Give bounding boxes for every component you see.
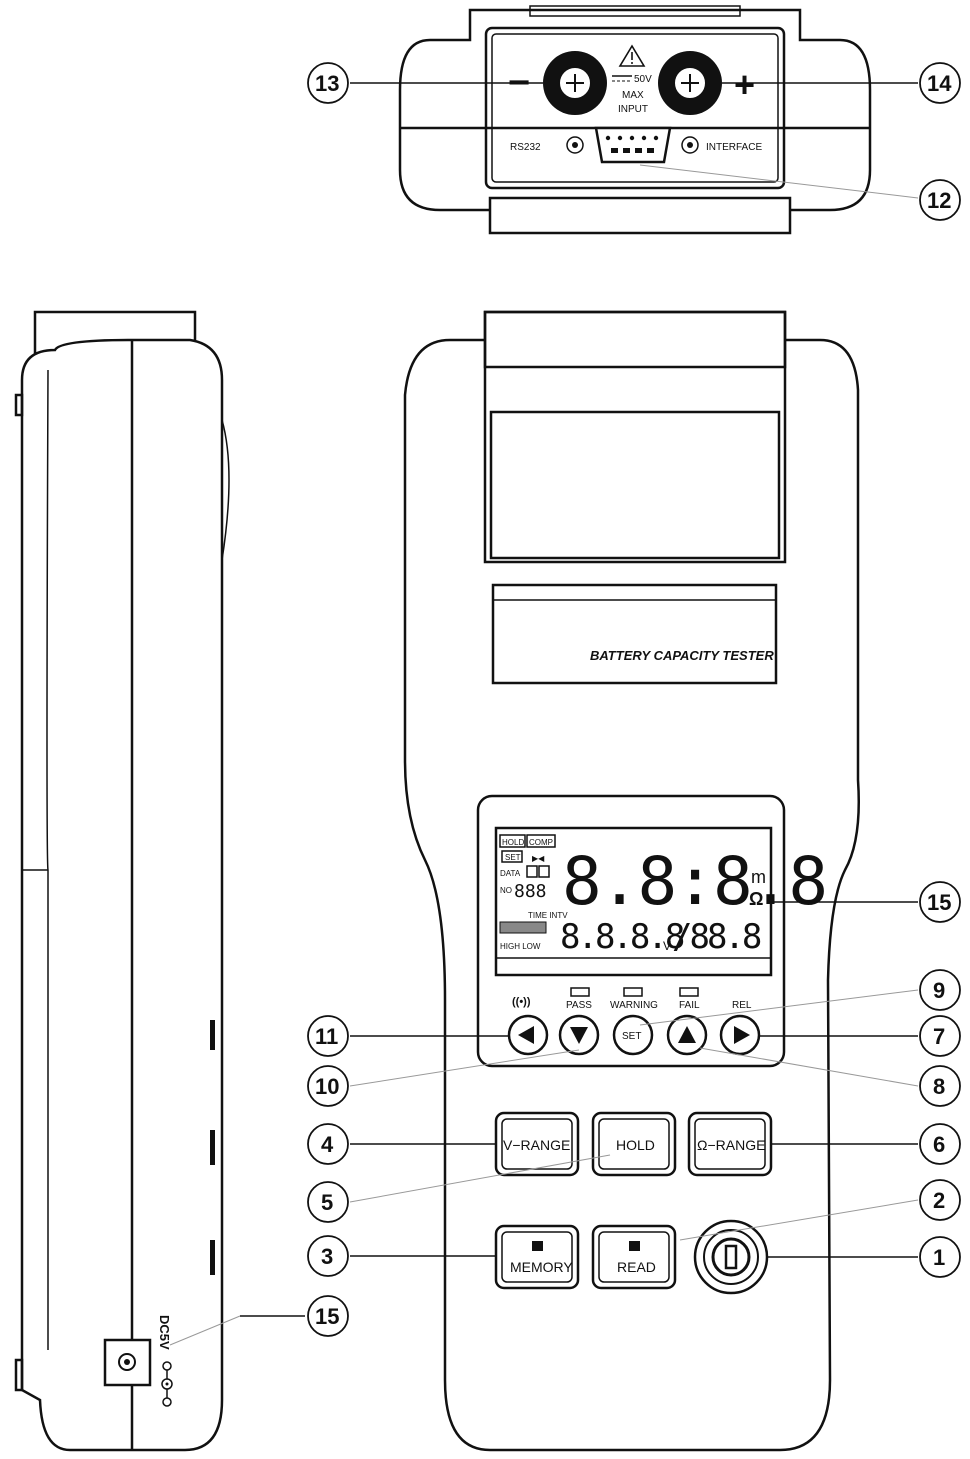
top-connector-panel: − + 50V MAX INPUT RS232 INTERFACE [398, 5, 872, 235]
ohm-icon: Ω [749, 889, 763, 909]
svg-text:9: 9 [933, 978, 945, 1003]
svg-text:15: 15 [927, 890, 951, 915]
callout-6: 6 [919, 1123, 961, 1165]
status-indicators: PASS WARNING FAIL REL ((•)) [512, 987, 752, 1011]
callout-1: 1 [919, 1236, 961, 1278]
lcd-set-flag: SET [505, 853, 521, 862]
dc-input-label: DC5V [157, 1315, 172, 1350]
side-view: DC5V [14, 310, 230, 1452]
callout-15-side: 15 [307, 1295, 349, 1337]
up-arrow-button[interactable] [666, 1014, 708, 1056]
ohm-range-button-label: Ω−RANGE [697, 1137, 765, 1153]
memory-button-label: MEMORY [510, 1259, 573, 1275]
callout-8: 8 [919, 1065, 961, 1107]
right-arrow-button[interactable] [719, 1014, 761, 1056]
rel-label: REL [732, 1000, 752, 1011]
voltage-rating-line3: INPUT [618, 104, 648, 115]
hold-button[interactable]: HOLD [591, 1111, 677, 1177]
set-button-label: SET [622, 1031, 641, 1042]
callout-10: 10 [307, 1065, 349, 1107]
callouts: 13 14 12 15 9 7 8 6 2 1 11 10 4 5 3 15 [307, 62, 961, 1337]
read-button[interactable]: READ [591, 1224, 677, 1290]
lcd-main-digits: 8.8:8.8 [562, 843, 826, 920]
svg-text:1: 1 [933, 1245, 945, 1270]
positive-terminal[interactable] [658, 51, 722, 115]
callout-5: 5 [307, 1181, 349, 1223]
v-range-button-label: V−RANGE [503, 1137, 570, 1153]
callout-7: 7 [919, 1015, 961, 1057]
lcd-secondary-digits-right: /88.8 [672, 917, 761, 957]
v-range-button[interactable]: V−RANGE [494, 1111, 580, 1177]
callout-4: 4 [307, 1123, 349, 1165]
lcd-hold-flag: HOLD [502, 838, 524, 847]
indicator-fail-label: FAIL [679, 1000, 700, 1011]
warning-triangle-icon [618, 44, 646, 67]
lcd-unit-v: V [663, 939, 671, 953]
lcd-high-low-flag: HIGH LOW [500, 942, 541, 951]
lcd-no-flag: NO [500, 886, 512, 895]
memory-icon [532, 1241, 543, 1251]
lcd-unit-m: m [751, 867, 766, 887]
dc-symbol-icon [612, 75, 632, 82]
callout-11: 11 [307, 1015, 349, 1057]
lcd-status-flags: HOLD COMP SET ▶◀ DATA NO 888 TIME INTV H… [499, 834, 568, 951]
front-view: BATTERY CAPACITY TESTER HOLD COMP SET ▶◀… [403, 310, 861, 1452]
rs232-label: RS232 [510, 142, 541, 153]
rs232-port[interactable] [566, 126, 699, 164]
callout-13: 13 [307, 62, 349, 104]
callout-2: 2 [919, 1179, 961, 1221]
interface-label: INTERFACE [706, 142, 762, 153]
voltage-rating-line1: 50V [634, 74, 652, 85]
dc-polarity-icon [161, 1361, 173, 1407]
callout-15-front: 15 [919, 881, 961, 923]
svg-text:5: 5 [321, 1190, 333, 1215]
power-button[interactable] [693, 1219, 769, 1295]
svg-text:8: 8 [933, 1074, 945, 1099]
left-arrow-button[interactable] [507, 1014, 549, 1056]
svg-text:14: 14 [927, 71, 952, 96]
callout-3: 3 [307, 1235, 349, 1277]
indicator-pass-label: PASS [566, 1000, 592, 1011]
memory-button[interactable]: MEMORY [494, 1224, 580, 1290]
hold-button-label: HOLD [616, 1137, 655, 1153]
lcd-time-intv-flag: TIME INTV [528, 911, 568, 920]
lcd-beep-icon: ▶◀ [532, 854, 545, 863]
lcd-small-digits: 888 [514, 881, 547, 902]
svg-text:10: 10 [315, 1074, 339, 1099]
read-button-label: READ [617, 1259, 656, 1275]
callout-12: 12 [919, 179, 961, 221]
plus-sign: + [734, 64, 755, 105]
power-icon [724, 1244, 738, 1270]
svg-text:4: 4 [321, 1132, 334, 1157]
beep-icon: ((•)) [512, 996, 531, 1008]
down-arrow-button[interactable] [558, 1014, 600, 1056]
lcd-comp-flag: COMP [529, 838, 553, 847]
negative-terminal[interactable] [543, 51, 607, 115]
svg-text:15: 15 [315, 1304, 339, 1329]
voltage-rating-line2: MAX [622, 90, 644, 101]
svg-text:2: 2 [933, 1188, 945, 1213]
leader-lines [169, 82, 919, 1346]
callout-9: 9 [919, 969, 961, 1011]
svg-text:6: 6 [933, 1132, 945, 1157]
read-icon [629, 1241, 640, 1251]
svg-text:3: 3 [321, 1244, 333, 1269]
svg-text:7: 7 [933, 1024, 945, 1049]
ohm-range-button[interactable]: Ω−RANGE [687, 1111, 773, 1177]
lcd-data-flag: DATA [500, 869, 521, 878]
product-label: BATTERY CAPACITY TESTER [590, 648, 774, 663]
set-button[interactable]: SET [612, 1014, 654, 1056]
svg-text:12: 12 [927, 188, 951, 213]
svg-text:11: 11 [315, 1024, 338, 1049]
lcd-secondary-digits-left: 8.8.8.8 [560, 917, 684, 957]
indicator-warning-label: WARNING [610, 1000, 658, 1011]
dc-input-jack[interactable] [103, 1338, 152, 1387]
svg-text:13: 13 [315, 71, 339, 96]
callout-14: 14 [919, 62, 961, 104]
